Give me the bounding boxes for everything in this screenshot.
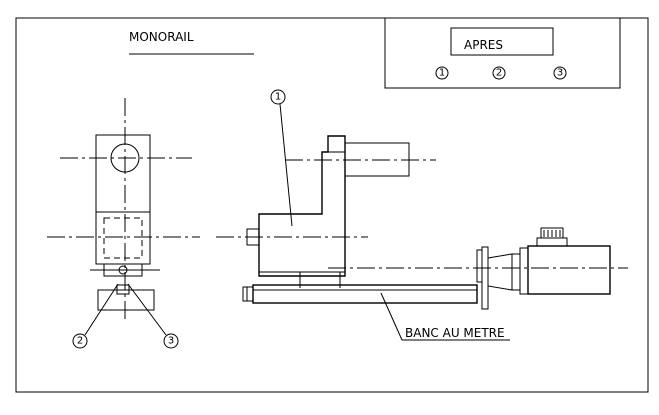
- side-view-pin: [118, 265, 128, 275]
- callout-2-circle: [72, 333, 88, 349]
- drawing-frame: [15, 17, 649, 393]
- head-taper: [487, 253, 513, 291]
- bench-label-leader: [380, 292, 403, 341]
- legend-label: APRES: [464, 38, 503, 52]
- monorail-front-view: 1 BANC AU METRE: [216, 89, 628, 341]
- callout-2-text: 2: [77, 336, 83, 347]
- monorail-side-view: 2 3: [47, 98, 200, 349]
- bench-label: BANC AU METRE: [405, 326, 505, 340]
- side-view-base: [97, 289, 155, 311]
- head-knob: [540, 227, 564, 239]
- carriage-body: [258, 135, 346, 277]
- legend-marker-2: [492, 66, 506, 80]
- bench-rail-end-cap: [242, 286, 254, 302]
- head-knob-base: [536, 237, 568, 247]
- legend-marker-1-text: 1: [439, 68, 445, 79]
- callout-1-text: 1: [275, 92, 281, 103]
- side-view-upper-body: [95, 134, 151, 213]
- head-connector: [476, 249, 483, 283]
- head-housing: [527, 245, 611, 295]
- leader-3: [127, 283, 167, 336]
- head-flange: [481, 246, 489, 310]
- drawing-title: MONORAIL: [129, 30, 194, 44]
- side-view-base-key: [116, 284, 130, 295]
- legend-label-frame: [450, 27, 554, 56]
- head-collar: [511, 253, 521, 291]
- leader-1: [279, 103, 293, 227]
- legend-frame: [384, 17, 621, 89]
- legend-marker-3: [553, 66, 567, 80]
- leader-2: [84, 283, 119, 336]
- callout-3-circle: [163, 333, 179, 349]
- legend-marker-1: [435, 66, 449, 80]
- legend-box: APRES 1 2 3: [384, 17, 621, 89]
- callout-1-circle: [270, 89, 286, 105]
- side-view-hidden-pocket: [103, 217, 143, 259]
- callout-3-text: 3: [168, 336, 174, 347]
- bench-rail: [252, 284, 478, 304]
- legend-marker-3-text: 3: [557, 68, 563, 79]
- legend-marker-2-text: 2: [496, 68, 502, 79]
- head-ring: [519, 247, 529, 295]
